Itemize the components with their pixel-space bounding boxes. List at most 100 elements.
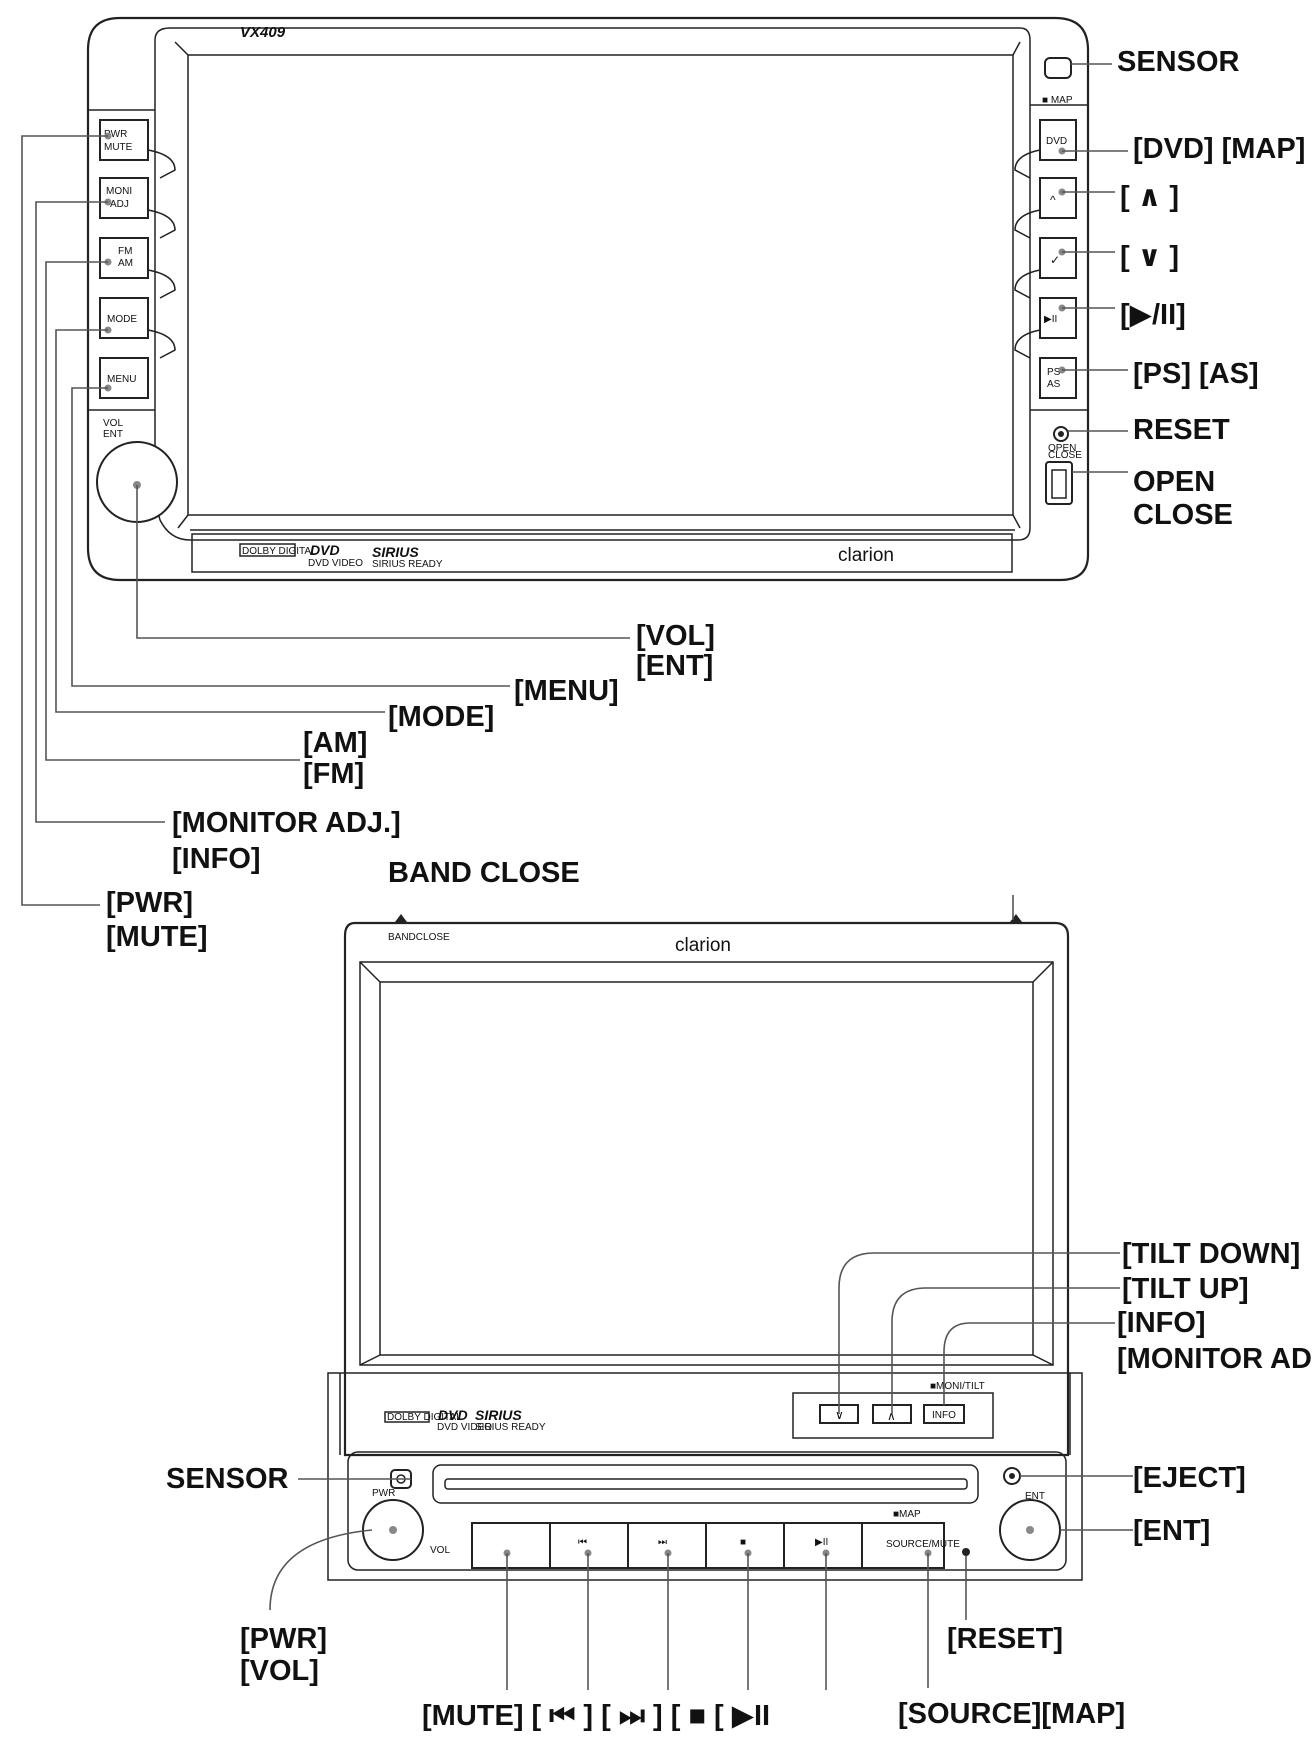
mute-button[interactable] [471,1522,551,1569]
play-pause-front-button[interactable]: ▶II [783,1522,863,1569]
callout-info-bottom: [INFO] [1117,1307,1206,1339]
dolby-logo: DOLBY DIGITAL [242,546,317,557]
sirius-logo: SIRIUS [372,544,419,560]
info-button[interactable]: INFO [923,1404,965,1424]
callout-tilt-down: [TILT DOWN] [1122,1238,1300,1270]
svg-text:✓: ✓ [1050,253,1060,267]
callout-reset-bottom: [RESET] [947,1623,1063,1655]
callout-fm: [FM] [303,758,364,790]
callout-close: CLOSE [1133,499,1233,531]
mode-button[interactable]: MODE [99,297,149,339]
callout-dvd-map: [DVD] [MAP] [1133,133,1305,165]
svg-text:SIRIUS READY: SIRIUS READY [475,1422,546,1433]
top-callouts: SENSOR [DVD] [MAP] [ ∧ ] [ ∨ ] [▶/II] [P… [106,46,1305,953]
callout-eject: [EJECT] [1133,1462,1246,1494]
svg-text:AM: AM [118,258,133,269]
moni-tilt-tag: ■MONI/TILT [930,1381,985,1392]
bottom-screen-bezel [359,961,1054,1366]
disc-slot-housing [432,1464,979,1504]
dvd-logo-sub: DVD VIDEO [308,558,363,569]
moni-adj-button[interactable]: MONI ADJ [99,177,149,219]
callout-ent: [ENT] [636,650,713,682]
callout-ps-as: [PS] [AS] [1133,358,1259,390]
svg-text:AS: AS [1047,379,1061,390]
callout-band-close: BAND CLOSE [388,857,580,889]
play-pause-button[interactable]: ▶II [1039,297,1077,339]
deck-faceplate [347,1451,1067,1571]
dvd-map-button[interactable]: DVD [1039,119,1077,161]
svg-text:DVD: DVD [1046,136,1067,147]
callout-open: OPEN [1133,466,1215,498]
callout-monitor-adj-bottom: [MONITOR AD [1117,1343,1312,1375]
band-close-tag: BANDCLOSE [388,932,450,943]
top-logo-strip [191,533,1013,573]
svg-text:ENT: ENT [103,429,123,440]
callout-up: [ ∧ ] [1120,181,1179,213]
down-button[interactable]: ✓ [1039,237,1077,279]
map-tag: ■ MAP [1042,95,1073,106]
top-logos: DOLBY DIGITAL DVD DVD VIDEO SIRIUS SIRIU… [239,542,443,570]
svg-text:FM: FM [118,246,132,257]
bottom-reset-hole[interactable] [962,1548,970,1556]
pwr-vol-knob[interactable] [362,1499,424,1561]
top-left-leaders [21,135,630,906]
svg-text:▶II: ▶II [815,1537,828,1548]
svg-text:CLOSE: CLOSE [1048,450,1082,461]
svg-text:SOURCE/MUTE: SOURCE/MUTE [886,1539,960,1550]
stop-button[interactable]: ■ [705,1522,785,1569]
svg-text:∧: ∧ [887,1409,896,1423]
bottom-monitor [343,921,1070,1457]
top-screen [187,54,1014,516]
bottom-brand: clarion [675,935,731,956]
next-track-button[interactable]: ⏭ [627,1522,707,1569]
callout-menu: [MENU] [514,675,619,707]
top-unit: VX409 DOLBY DIGITAL DVD DVD VIDEO SIRIUS… [86,16,1090,582]
callout-pwr-bottom: [PWR] [240,1623,327,1655]
ent-knob[interactable] [999,1499,1061,1561]
top-left-buttons: PWR MUTE MONI ADJ FM AM MODE [99,119,176,399]
svg-text:SIRIUS: SIRIUS [475,1407,522,1423]
bottom-callouts: BAND CLOSE [TILT DOWN] [TILT UP] [INFO] … [166,857,1312,1732]
svg-text:MODE: MODE [107,314,137,325]
svg-text:⏮: ⏮ [578,1537,587,1548]
top-sensor [1044,57,1072,79]
pwr-mute-button[interactable]: PWR MUTE [99,119,149,161]
bottom-leaders [269,895,1133,1690]
bottom-screen [379,981,1034,1356]
sirius-logo-sub: SIRIUS READY [372,559,443,570]
svg-text:VOL: VOL [430,1545,450,1556]
callout-tilt-up: [TILT UP] [1122,1273,1249,1305]
front-buttons: ⏮ ⏭ ■ ▶II SOURCE/MUTE [471,1522,960,1569]
callout-pwr: [PWR] [106,887,193,919]
callout-down: [ ∨ ] [1120,241,1179,273]
ps-as-button[interactable]: PS AS [1039,357,1077,399]
svg-text:■MAP: ■MAP [893,1509,921,1520]
prev-track-button[interactable]: ⏮ [549,1522,629,1569]
tilt-button-group [792,1392,994,1439]
svg-text:ENT: ENT [1025,1491,1045,1502]
top-screen-bezel [154,27,1031,541]
menu-button[interactable]: MENU [99,357,149,399]
fm-am-button[interactable]: FM AM [99,237,149,279]
callout-info: [INFO] [172,843,261,875]
svg-text:^: ^ [1050,193,1056,207]
callout-vol-bottom: [VOL] [240,1655,319,1687]
svg-text:MONI: MONI [106,186,132,197]
top-brand: clarion [838,545,894,566]
callout-am: [AM] [303,727,367,759]
top-right-buttons: DVD ^ ✓ ▶II PS AS [1014,119,1077,399]
up-button[interactable]: ^ [1039,177,1077,219]
svg-text:OPEN: OPEN [1048,443,1076,454]
model-name: VX409 [240,24,286,41]
callout-source-map: [SOURCE][MAP] [898,1698,1125,1730]
source-mute-button[interactable]: SOURCE/MUTE [861,1522,960,1569]
svg-text:DOLBY DIGITAL: DOLBY DIGITAL [387,1412,462,1423]
svg-text:INFO: INFO [932,1410,956,1421]
svg-text:⏭: ⏭ [658,1537,667,1548]
callout-reset: RESET [1133,414,1230,446]
svg-text:ADJ: ADJ [110,199,129,210]
svg-text:MENU: MENU [107,374,136,385]
top-right-leaders [1062,63,1128,473]
top-unit-chassis [86,16,1090,582]
